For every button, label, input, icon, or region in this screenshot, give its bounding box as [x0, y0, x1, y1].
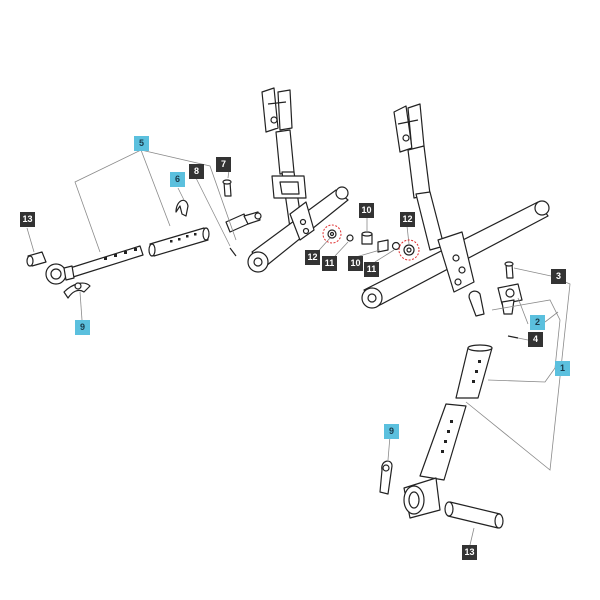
- left-stabiliser-end-cap: [26, 251, 47, 267]
- callout-10-bottom: 10: [348, 256, 363, 271]
- left-linch-pin: [63, 282, 91, 299]
- washer-11-b: [391, 241, 401, 251]
- highlight-ring-12-a: [322, 224, 342, 244]
- callout-8: 8: [189, 164, 204, 179]
- callout-1: 1: [555, 361, 570, 376]
- right-pin: [504, 261, 514, 279]
- callout-2: 2: [530, 315, 545, 330]
- callout-13-top-left: 13: [20, 212, 35, 227]
- callout-11-right: 11: [364, 262, 379, 277]
- callout-3: 3: [551, 269, 566, 284]
- right-lift-rod: [393, 103, 445, 251]
- right-linch-pin: [379, 460, 393, 495]
- callout-9-left: 9: [75, 320, 90, 335]
- right-stabiliser-sleeve: [455, 344, 493, 399]
- left-stabiliser-threaded-rod: [69, 245, 144, 278]
- right-lower-link-arm: [361, 200, 550, 309]
- callout-12-left: 12: [305, 250, 320, 265]
- left-stabiliser-eye-end: [45, 263, 75, 285]
- right-stabiliser-end-cap: [444, 501, 504, 529]
- left-pin: [222, 179, 232, 197]
- callout-6: 6: [170, 172, 185, 187]
- washer-12-b: [403, 244, 415, 256]
- washer-11-a: [346, 234, 354, 242]
- left-lower-link-arm: [247, 186, 349, 273]
- right-stabiliser-eye-end: [403, 477, 441, 519]
- leader-lines: [26, 149, 571, 546]
- left-split-pin: [229, 247, 237, 257]
- left-spring-clip: [175, 199, 189, 217]
- left-stabiliser-sleeve: [148, 227, 210, 257]
- callout-9-right: 9: [384, 424, 399, 439]
- callout-13-bottom: 13: [462, 545, 477, 560]
- callout-12-right: 12: [400, 212, 415, 227]
- bush-10-b: [377, 239, 389, 253]
- callout-11-left: 11: [322, 256, 337, 271]
- callout-10-top: 10: [359, 203, 374, 218]
- washer-12-a: [327, 229, 337, 239]
- right-spring-clip: [468, 290, 485, 317]
- callout-7: 7: [216, 157, 231, 172]
- right-split-pin: [507, 335, 519, 339]
- highlight-ring-12-b: [398, 239, 420, 261]
- left-end-fitting: [225, 211, 262, 233]
- callout-5: 5: [134, 136, 149, 151]
- right-stabiliser-threaded-rod: [419, 403, 467, 481]
- highlight-rings: [322, 224, 420, 261]
- bush-10-a: [361, 231, 373, 245]
- callout-4: 4: [528, 332, 543, 347]
